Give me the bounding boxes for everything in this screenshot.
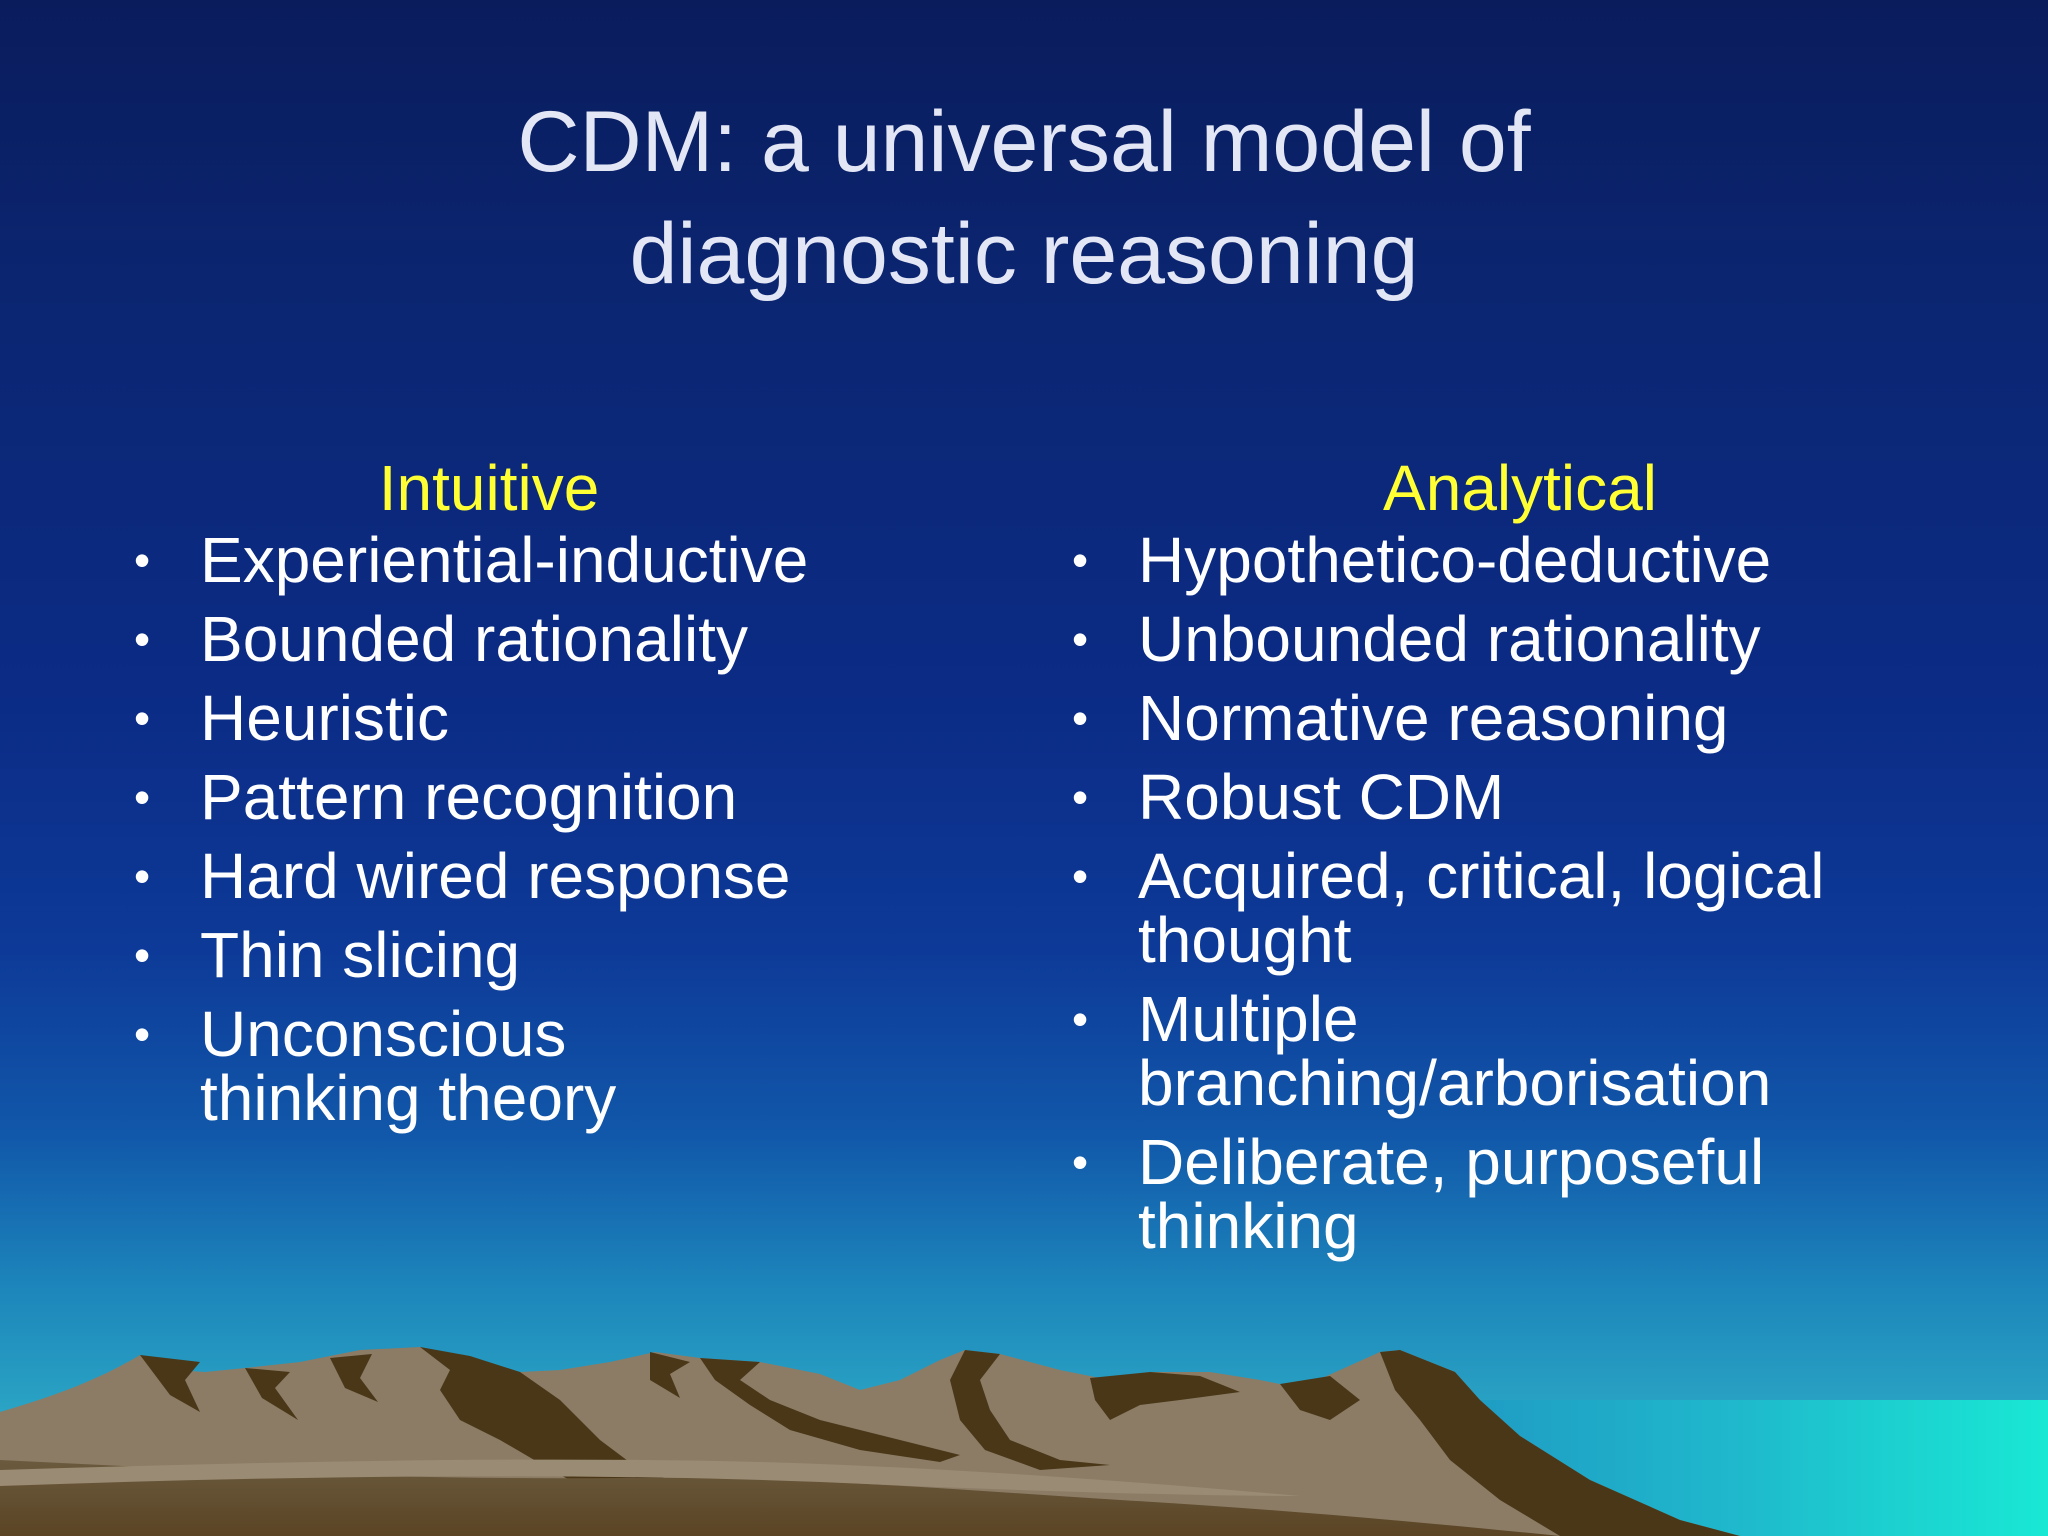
list-item: •Deliberate, purposeful thinking	[1070, 1130, 1898, 1258]
slide-title: CDM: a universal model of diagnostic rea…	[0, 86, 2048, 310]
intuitive-column: Intuitive •Experiential-inductive •Bound…	[132, 448, 892, 1130]
bullet-icon: •	[134, 929, 151, 981]
list-item-text: Multiple branching/arborisation	[1138, 983, 1772, 1119]
list-item: •Thin slicing	[132, 923, 892, 987]
bullet-icon: •	[1072, 613, 1089, 665]
list-item: •Hypothetico-deductive	[1070, 528, 1970, 592]
list-item: •Bounded rationality	[132, 607, 892, 671]
list-item: •Pattern recognition	[132, 765, 892, 829]
list-item-text: Deliberate, purposeful thinking	[1138, 1126, 1765, 1262]
list-item: •Robust CDM	[1070, 765, 1970, 829]
analytical-heading: Analytical	[1383, 452, 1657, 524]
list-item-text: Robust CDM	[1138, 761, 1505, 833]
list-item-text: Experiential-inductive	[200, 524, 809, 596]
list-item: •Hard wired response	[132, 844, 892, 908]
list-item-text: Unbounded rationality	[1138, 603, 1761, 675]
list-item-text: Bounded rationality	[200, 603, 748, 675]
list-item-text: Hard wired response	[200, 840, 791, 912]
list-item: •Multiple branching/arborisation	[1070, 987, 1918, 1115]
bullet-icon: •	[134, 534, 151, 586]
list-item: •Heuristic	[132, 686, 892, 750]
list-item-text: Thin slicing	[200, 919, 521, 991]
bullet-icon: •	[1072, 850, 1089, 902]
list-item: •Experiential-inductive	[132, 528, 892, 592]
bullet-icon: •	[1072, 771, 1089, 823]
bullet-icon: •	[134, 613, 151, 665]
mountain-highlight-ridge	[0, 1459, 1300, 1496]
list-item: •Unbounded rationality	[1070, 607, 1970, 671]
list-item: •Acquired, critical, logical thought	[1070, 844, 1898, 972]
bullet-icon: •	[1072, 534, 1089, 586]
list-item: •Normative reasoning	[1070, 686, 1970, 750]
list-item-text: Normative reasoning	[1138, 682, 1729, 754]
bullet-icon: •	[134, 850, 151, 902]
list-item-text: Pattern recognition	[200, 761, 738, 833]
list-item: •Unconscious thinking theory	[132, 1002, 760, 1130]
intuitive-heading: Intuitive	[378, 452, 600, 524]
analytical-column: Analytical •Hypothetico-deductive •Unbou…	[1070, 448, 1970, 1258]
bullet-icon: •	[1072, 993, 1089, 1045]
bullet-icon: •	[134, 692, 151, 744]
foreground-ground	[0, 1460, 1560, 1536]
title-line-2: diagnostic reasoning	[629, 206, 1419, 302]
list-item-text: Hypothetico-deductive	[1138, 524, 1772, 596]
mountain-range-dark	[140, 1347, 1740, 1536]
bullet-icon: •	[134, 771, 151, 823]
bullet-icon: •	[134, 1008, 151, 1060]
list-item-text: Unconscious thinking theory	[200, 998, 617, 1134]
list-item-text: Heuristic	[200, 682, 449, 754]
analytical-list: •Hypothetico-deductive •Unbounded ration…	[1070, 528, 1970, 1258]
bullet-icon: •	[1072, 692, 1089, 744]
list-item-text: Acquired, critical, logical thought	[1138, 840, 1825, 976]
title-line-1: CDM: a universal model of	[517, 94, 1531, 190]
bullet-icon: •	[1072, 1136, 1089, 1188]
intuitive-list: •Experiential-inductive •Bounded rationa…	[132, 528, 892, 1130]
